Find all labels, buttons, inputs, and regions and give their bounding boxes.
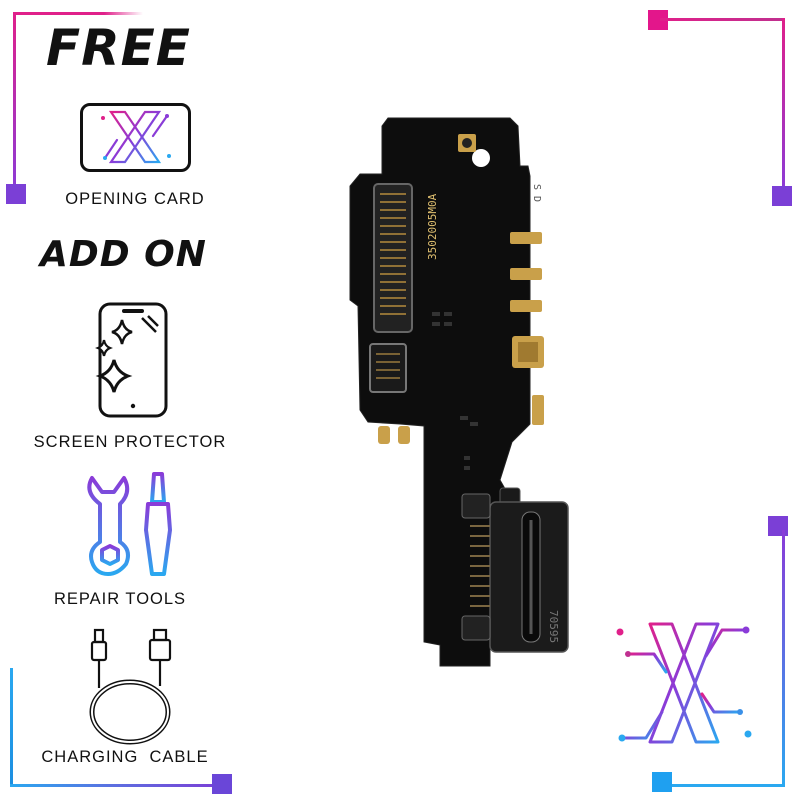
usb-cable-icon <box>89 628 172 745</box>
screen-protector-label: SCREEN PROTECTOR <box>33 433 227 451</box>
charging-port-board-image: 3502005M0A 70595 S D <box>349 117 569 667</box>
repair-tools-label: REPAIR TOOLS <box>53 590 187 608</box>
free-heading: FREE <box>46 19 191 77</box>
opening-card <box>80 103 191 172</box>
x-brand-logo-icon <box>616 622 752 744</box>
phone-sparkle-icon <box>95 302 168 418</box>
x-logo-card-icon <box>101 110 171 164</box>
wrench-screwdriver-icon <box>87 472 172 576</box>
board-corner-print: S D <box>531 184 542 202</box>
connector-print-code: 70595 <box>547 610 560 643</box>
board-print-code: 3502005M0A <box>426 193 439 260</box>
addon-heading: ADD ON <box>40 234 207 275</box>
charging-cable-label: CHARGING CABLE <box>41 748 209 766</box>
opening-card-label: OPENING CARD <box>65 190 205 208</box>
